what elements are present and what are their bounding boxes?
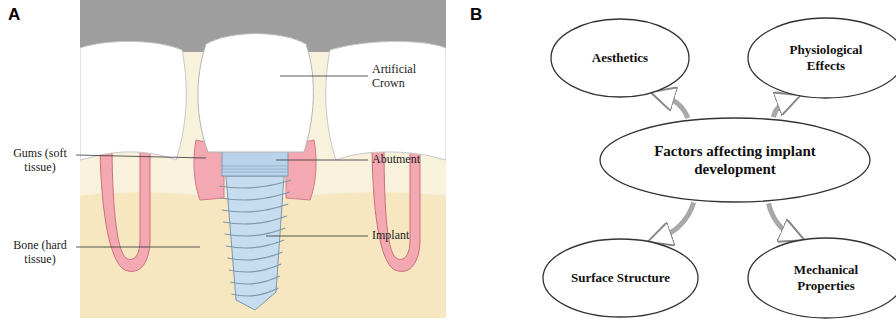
curved-arrow [773, 100, 789, 117]
factor-ellipse: Surface Structure [542, 238, 699, 318]
part-label: Bone (hard tissue) [4, 238, 76, 266]
curved-arrow [659, 203, 693, 238]
curved-arrow [768, 203, 793, 235]
factor-ellipse: Aesthetics [550, 18, 690, 98]
panel-letter: B [470, 8, 500, 22]
factor-ellipse: Physiological Effects [747, 17, 896, 99]
part-label: Artificial Crown [372, 62, 442, 90]
factor-text: Factors affecting implant development [645, 142, 825, 178]
curved-arrow [662, 96, 687, 119]
factor-text: Surface Structure [571, 270, 670, 286]
factor-text: Physiological Effects [776, 42, 876, 74]
factor-ellipse: Mechanical Properties [747, 237, 896, 319]
part-label: Gums (soft tissue) [4, 146, 76, 174]
factor-text: Aesthetics [592, 50, 648, 66]
ellipse-outline [599, 117, 871, 203]
panel-letter: A [8, 8, 38, 22]
factor-ellipse: Factors affecting implant development [599, 117, 871, 203]
factor-text: Mechanical Properties [776, 262, 876, 294]
part-label: Implant [372, 228, 444, 242]
part-label: Abutment [372, 152, 444, 166]
